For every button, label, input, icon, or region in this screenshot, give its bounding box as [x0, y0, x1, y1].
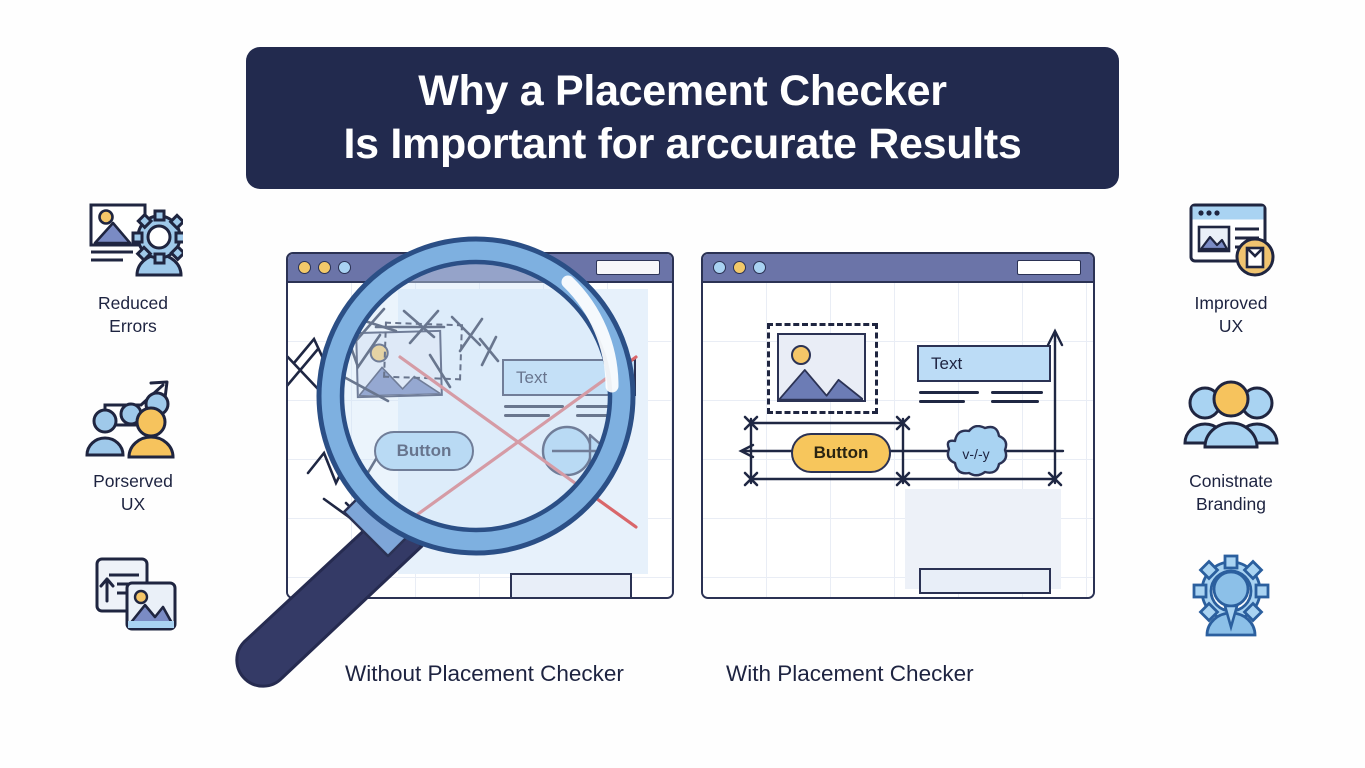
image-gear-person-icon	[81, 198, 185, 284]
button-element[interactable]: Button	[791, 433, 891, 473]
feature-conistnate-branding: Conistnate Branding	[1126, 376, 1336, 516]
people-group-icon	[1179, 376, 1283, 462]
browser-viewport: Text	[703, 283, 1093, 597]
left-feature-column: Reduced Errors Porserved UX	[28, 198, 238, 646]
feature-reduced-errors: Reduced Errors	[28, 198, 238, 338]
text-rule	[504, 405, 564, 409]
feature-improved-ux: Improved UX	[1126, 198, 1336, 338]
mockup-with-placement-checker: Text	[701, 252, 1095, 599]
form-row	[510, 573, 632, 597]
button-element[interactable]: Button	[374, 431, 474, 471]
misaligned-image-placeholder	[355, 329, 443, 399]
text-rule	[991, 400, 1039, 404]
title-line-2: Is Important for arccurate Results	[343, 120, 1022, 168]
text-rule	[576, 414, 624, 418]
feature-label: Reduced Errors	[97, 293, 169, 336]
title-banner: Why a Placement Checker Is Important for…	[246, 47, 1119, 189]
text-label: Text	[516, 367, 548, 387]
caption-without: Without Placement Checker	[345, 661, 624, 686]
right-feature-column: Improved UX Conistnate Branding	[1126, 198, 1336, 646]
caption-with: With Placement Checker	[726, 661, 974, 686]
magnifier-icon	[235, 236, 636, 688]
text-label-box: Text	[917, 345, 1051, 382]
feature-person-gear	[1126, 552, 1336, 646]
window-dot-1	[298, 261, 311, 274]
feature-label: Improved UX	[1194, 293, 1268, 336]
window-dot-2	[318, 261, 331, 274]
button-label: Button	[396, 441, 452, 460]
feature-label: Porserved UX	[93, 471, 173, 514]
document-upload-image-icon	[81, 552, 185, 638]
title-line-1: Why a Placement Checker	[418, 67, 947, 115]
person-gear-icon	[1179, 552, 1283, 638]
browser-address-pill	[1017, 260, 1081, 275]
feature-document-upload	[28, 552, 238, 646]
text-rule	[919, 400, 965, 404]
form-row	[919, 568, 1051, 594]
feature-porserved-ux: Porserved UX	[28, 376, 238, 516]
window-dot-1	[713, 261, 726, 274]
arrow-circle-control	[541, 425, 610, 477]
window-dot-3	[753, 261, 766, 274]
badge-label: v-/-y	[962, 446, 989, 462]
image-placeholder	[777, 333, 866, 402]
browser-address-pill	[596, 260, 660, 275]
text-rule	[919, 391, 979, 395]
image-selection-box[interactable]	[767, 323, 878, 414]
button-label: Button	[813, 443, 869, 462]
text-label: Text	[931, 353, 963, 373]
feature-label: Conistnate Branding	[1189, 471, 1273, 514]
people-growth-arrow-icon	[81, 376, 185, 462]
window-dot-3	[338, 261, 351, 274]
text-rule	[504, 414, 550, 418]
browser-title-bar	[288, 254, 672, 283]
browser-window-badge-icon	[1179, 198, 1283, 284]
text-rule	[576, 405, 628, 409]
browser-title-bar	[703, 254, 1093, 283]
text-rule	[991, 391, 1043, 395]
alignment-guides	[738, 328, 1065, 487]
window-dot-2	[733, 261, 746, 274]
verified-badge-icon: v-/-y	[946, 425, 1008, 477]
